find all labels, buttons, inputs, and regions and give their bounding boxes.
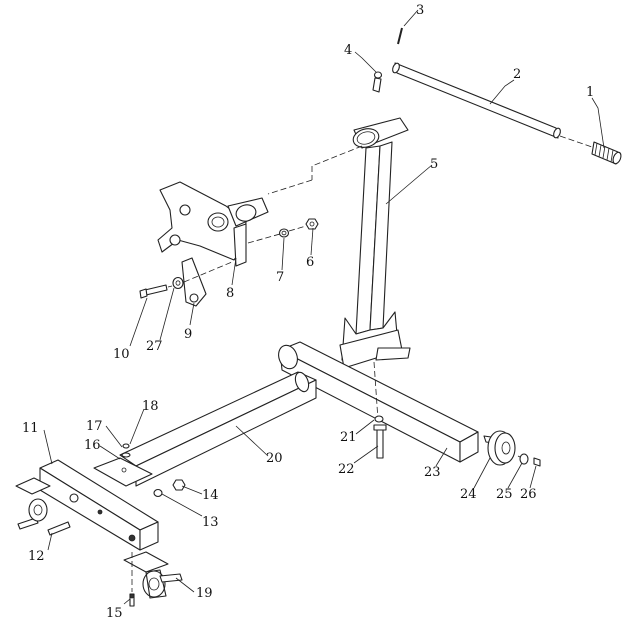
part-15-screw [129,593,135,607]
part-19-caster [123,551,183,599]
part-22-bolt [373,424,387,459]
label-22: 22 [338,462,355,477]
part-11-front-tube [39,459,159,551]
part-23-cross-tube [278,341,479,463]
label-18: 18 [142,399,159,414]
part-7-washer [278,228,290,238]
part-17-washer [121,452,131,458]
leader-lines [43,9,605,605]
label-3: 3 [416,3,424,18]
part-21-washer [374,415,384,423]
label-5: 5 [430,157,438,172]
part-27-washer [172,276,184,290]
label-16: 16 [84,438,101,453]
label-23: 23 [424,465,441,480]
part-26-pin [533,457,541,467]
label-19: 19 [196,586,213,601]
part-20-leg-tube [119,371,317,487]
label-10: 10 [113,347,130,362]
label-21: 21 [340,430,357,445]
label-25: 25 [496,487,513,502]
label-15: 15 [106,606,123,621]
label-27: 27 [146,339,163,354]
part-2-rod [392,62,561,139]
part-24-wheel [483,430,516,466]
part-6-nut [305,218,319,230]
part-9-link [181,257,207,307]
label-12: 12 [28,549,45,564]
label-14: 14 [202,488,219,503]
label-11: 11 [22,421,39,436]
part-8-bracket [157,181,269,267]
label-7: 7 [276,270,284,285]
label-26: 26 [520,487,537,502]
part-5-upright [339,117,411,369]
part-16-plate [93,457,153,487]
label-13: 13 [202,515,219,530]
part-12-bolt [17,517,71,536]
part-25-washer [519,453,529,465]
label-6: 6 [306,255,314,270]
part-10-bolt [139,284,168,299]
label-20: 20 [266,451,283,466]
front-left-caster [15,477,79,522]
part-labels: 1 2 3 4 5 6 7 8 9 10 27 11 12 13 14 15 1… [22,3,594,621]
part-4-clip [372,71,383,93]
part-18-bolt [122,443,130,449]
label-9: 9 [184,327,192,342]
part-1-grip [591,141,622,165]
label-24: 24 [460,487,477,502]
label-8: 8 [226,286,234,301]
part-13-washer [153,488,163,498]
part-14-nut [172,479,186,491]
label-17: 17 [86,419,103,434]
label-1: 1 [586,85,594,100]
label-4: 4 [344,43,352,58]
part-3-pin [397,27,403,45]
label-2: 2 [513,67,521,82]
